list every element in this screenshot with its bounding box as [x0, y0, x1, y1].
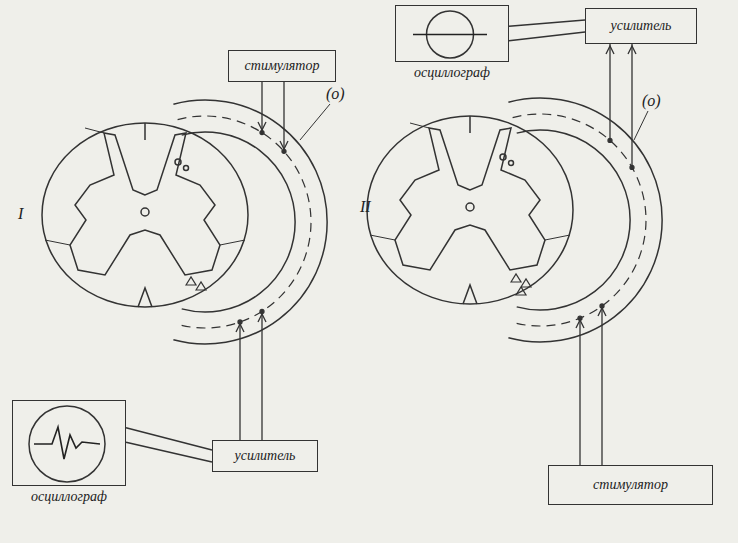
figure-number: I	[18, 205, 23, 223]
device-label: усилитель	[235, 448, 296, 464]
cable-wire	[509, 20, 585, 26]
oscilloscope: осциллограф	[393, 5, 511, 81]
spinal-cord-section	[367, 116, 573, 304]
signal-cable	[126, 428, 212, 462]
signal-cable	[509, 20, 585, 41]
nerve-root-arcs	[173, 100, 327, 344]
cable-wire	[126, 442, 212, 462]
device-label: усилитель	[611, 18, 672, 34]
callout-label: (o)	[326, 85, 345, 103]
callout-label: (o)	[642, 92, 661, 110]
device-box: стимулятор	[228, 50, 336, 82]
figure-number: II	[360, 198, 371, 216]
screen-symbol	[396, 6, 510, 63]
device-box: усилитель	[212, 440, 318, 472]
device-box: усилитель	[585, 8, 697, 44]
cable-wire	[126, 428, 212, 450]
oscilloscope-label: осциллограф	[10, 489, 128, 505]
spinal-cord-section	[42, 123, 248, 307]
oscilloscope-screen	[395, 5, 509, 62]
oscilloscope-label: осциллограф	[393, 65, 511, 81]
oscilloscope: осциллограф	[10, 400, 128, 505]
device-label: стимулятор	[245, 58, 320, 74]
device-label: стимулятор	[593, 477, 668, 493]
electrode-wires	[236, 44, 636, 465]
nerve-root-arcs	[508, 98, 662, 342]
cable-wire	[509, 32, 585, 41]
leader-line	[300, 104, 648, 140]
device-box: стимулятор	[548, 465, 713, 505]
screen-symbol	[13, 401, 127, 487]
oscilloscope-screen	[12, 400, 126, 486]
